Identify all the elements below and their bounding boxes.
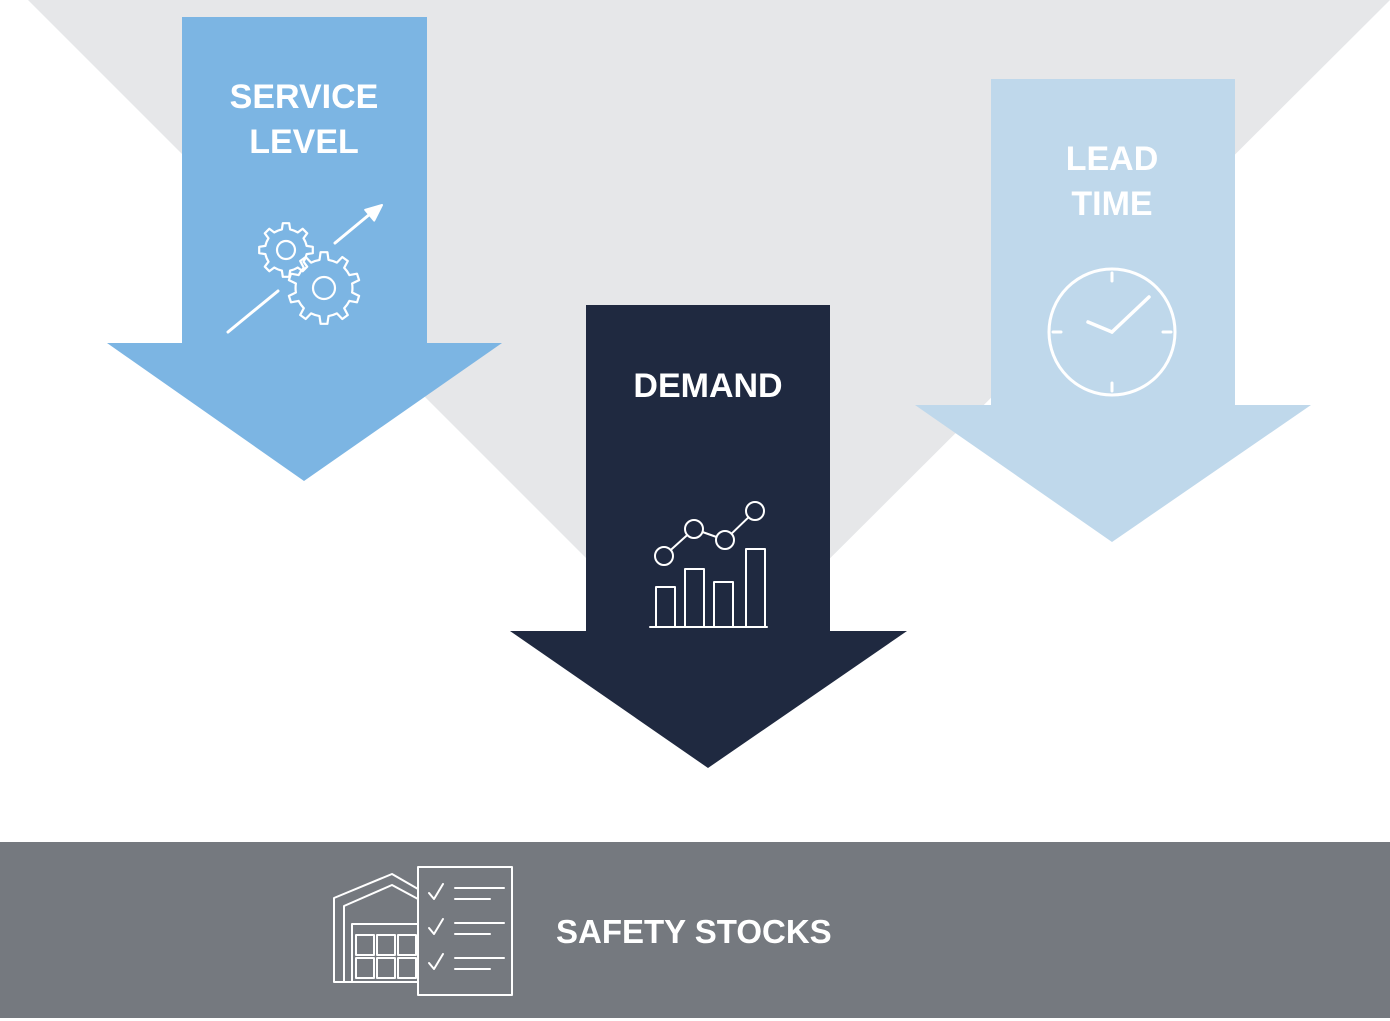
bar-line-chart-icon [649,501,768,628]
warehouse-inner-outline [343,884,419,983]
lead-time-arrow: LEAD TIME [915,79,1311,542]
large-gear-hub [311,275,337,301]
demand-label: DEMAND [633,367,782,405]
chart-bar [684,568,705,628]
chart-connector [701,531,718,538]
chart-bar [745,548,766,628]
shelf-box [397,934,417,956]
chart-point [715,530,735,550]
service-level-arrow: SERVICE LEVEL [107,17,502,481]
service-level-label-line-1: SERVICE [230,78,379,116]
small-gear-hub [275,239,297,261]
service-level-arrow-shape [107,17,502,481]
small-gear [258,222,314,278]
chart-connector [730,516,750,535]
safety-stocks-bar: SAFETY STOCKS [0,842,1390,1018]
clock-icon [1047,267,1177,397]
chart-point [684,519,704,539]
checklist-document [417,866,513,996]
chart-bar [713,581,734,628]
safety-stocks-bar-background [0,842,1390,1018]
chart-point [745,501,765,521]
shelf-box [397,957,417,979]
check-mark [428,883,444,900]
growth-arrow-shaft [333,212,372,245]
demand-arrow-shape [510,305,907,768]
clock-hour-hand [1086,320,1114,334]
large-gear [287,251,361,325]
lead-time-label-line-2: TIME [1071,185,1152,223]
lead-time-arrow-shape [915,79,1311,542]
chart-bar [655,586,676,628]
safety-stocks-label: SAFETY STOCKS [556,913,832,950]
demand-arrow: DEMAND [510,305,907,768]
check-mark [428,918,444,935]
growth-arrow-tail [226,289,280,334]
growth-arrow-head [364,204,383,222]
service-level-label-line-2: LEVEL [249,123,359,161]
clock-face [1047,267,1177,397]
shelf-box [376,957,396,979]
warehouse-checklist-icon [333,866,513,996]
lead-time-label-line-1: LEAD [1066,140,1159,178]
gears-growth-icon [226,204,383,334]
chart-connector [669,534,689,551]
shelf-box [355,934,375,956]
clock-minute-hand [1110,295,1151,334]
shelf-box [376,934,396,956]
chart-point [654,546,674,566]
shelf-box [355,957,375,979]
check-mark [428,953,444,970]
